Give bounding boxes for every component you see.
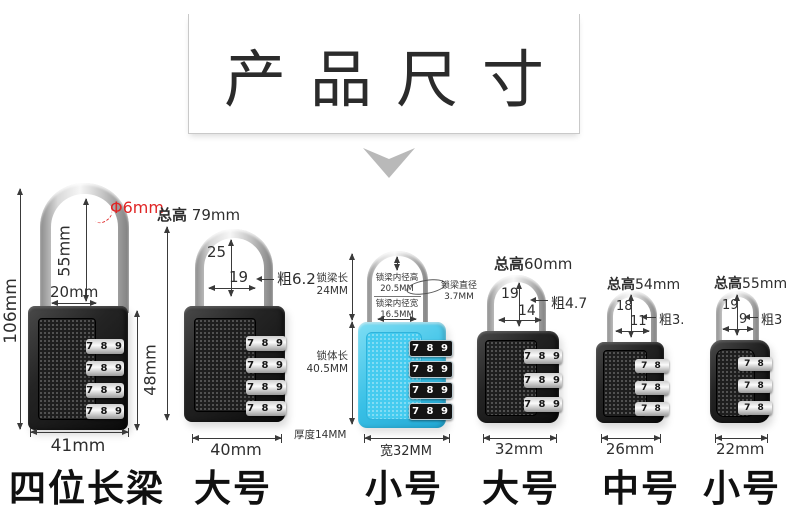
combination-dial[interactable]: 7 8 [738,401,772,415]
total-height-label: 总高55mm [714,276,788,292]
inner-height-label: 18 [616,299,633,314]
combination-dial[interactable]: 7 8 9 [524,349,562,364]
width-label: 宽32MM [380,444,432,459]
inner-height-label: 25 [207,243,227,261]
inner-width-dim-line [498,317,542,323]
thickness-label: 粗3 [761,313,783,328]
inner-width-dim-line [722,326,754,332]
combination-dial[interactable]: 7 8 9 [524,373,562,388]
combination-dial[interactable]: 7 8 9 [246,358,286,373]
category-label: 四位长梁 [9,467,165,510]
inner-width-label: 20mm [50,283,99,301]
width-label: 41mm [50,436,106,456]
thickness-pointer-icon [744,314,758,320]
width-dim-line [715,434,768,443]
combination-dial[interactable]: 7 8 9 [409,382,453,399]
combination-dial[interactable]: 7 8 9 [246,336,286,351]
title-box: 产品尺寸 [188,14,580,134]
combination-dial[interactable]: 7 8 [738,379,772,393]
combination-dial[interactable]: 7 8 9 [86,404,124,419]
total-height-label: 总高 79mm [157,206,241,224]
combination-dial[interactable]: 7 8 9 [86,339,124,354]
category-label: 小号 [703,467,781,510]
body-height-dim-line [134,310,140,431]
inner-height-dim-line [228,239,234,297]
width-dim-line [483,434,557,443]
thickness-pointer-icon [256,276,274,282]
combination-dial[interactable]: 7 8 9 [86,361,124,376]
combination-dial[interactable]: 7 8 [738,357,772,371]
down-arrow-icon [363,148,415,178]
combination-dial[interactable]: 7 8 9 [86,383,124,398]
inner-height-label: 19 [501,286,519,302]
width-dim-line [601,434,661,443]
inner-width-dim-line [615,328,650,334]
thickness-label: 粗3. [659,313,685,328]
thickness-pointer-icon [530,297,548,303]
total-height-label: 总高54mm [607,277,681,293]
shackle [195,229,273,311]
thickness-label: 厚度14MM [294,429,347,441]
width-dim-line [30,428,129,437]
combination-dial[interactable]: 7 8 9 [409,340,453,357]
combination-dial[interactable]: 7 8 9 [409,361,453,378]
width-dim-line [364,434,450,443]
divider-line [374,296,421,297]
width-label: 40mm [210,440,262,459]
width-dim-line [192,434,282,443]
width-label: 32mm [494,440,544,458]
inner-width-dim-line [51,300,97,306]
inner-width-label: 19 [229,268,249,286]
combination-dial[interactable]: 7 8 [635,381,669,395]
combination-dial[interactable]: 7 8 9 [246,380,286,395]
thickness-label: 粗6.2 [277,270,316,288]
inner-height-dim-line [734,294,740,336]
total-height-dim-line [164,226,170,421]
combination-dial[interactable]: 7 8 9 [409,403,453,420]
inner-height-dim-line [394,256,400,271]
inner-height-dim-line [516,282,522,327]
inner-width-label: 14 [518,303,536,319]
width-label: 22mm [716,440,765,458]
thickness-label: 粗4.7 [551,296,588,312]
category-label: 大号 [482,467,560,510]
combination-dial[interactable]: 7 8 9 [524,397,562,412]
thickness-pointer-icon [641,314,656,320]
inner-width-label: 9 [739,312,747,327]
inner-height-label: 19 [722,298,739,313]
body-length-dim-line [349,321,355,425]
total-height-dim-line [17,188,23,430]
inner-width-dim-line [377,316,417,322]
page-title: 产品尺寸 [223,42,568,116]
category-label: 小号 [365,467,443,510]
category-label: 中号 [602,467,680,510]
shackle-length-dim-line [349,253,355,321]
inner-height-dim-line [628,294,634,338]
inner-height-dim-line [83,198,89,302]
combination-dial[interactable]: 7 8 [635,402,669,416]
lock-body-texture [194,318,256,412]
combination-dial[interactable]: 7 8 [635,359,669,373]
inner-width-dim-line [208,285,256,291]
category-label: 大号 [194,467,272,510]
combination-dial[interactable]: 7 8 9 [246,401,286,416]
width-label: 26mm [605,440,655,458]
shackle-diameter-label: Φ6mm [110,198,164,217]
total-height-label: 总高60mm [494,255,573,273]
